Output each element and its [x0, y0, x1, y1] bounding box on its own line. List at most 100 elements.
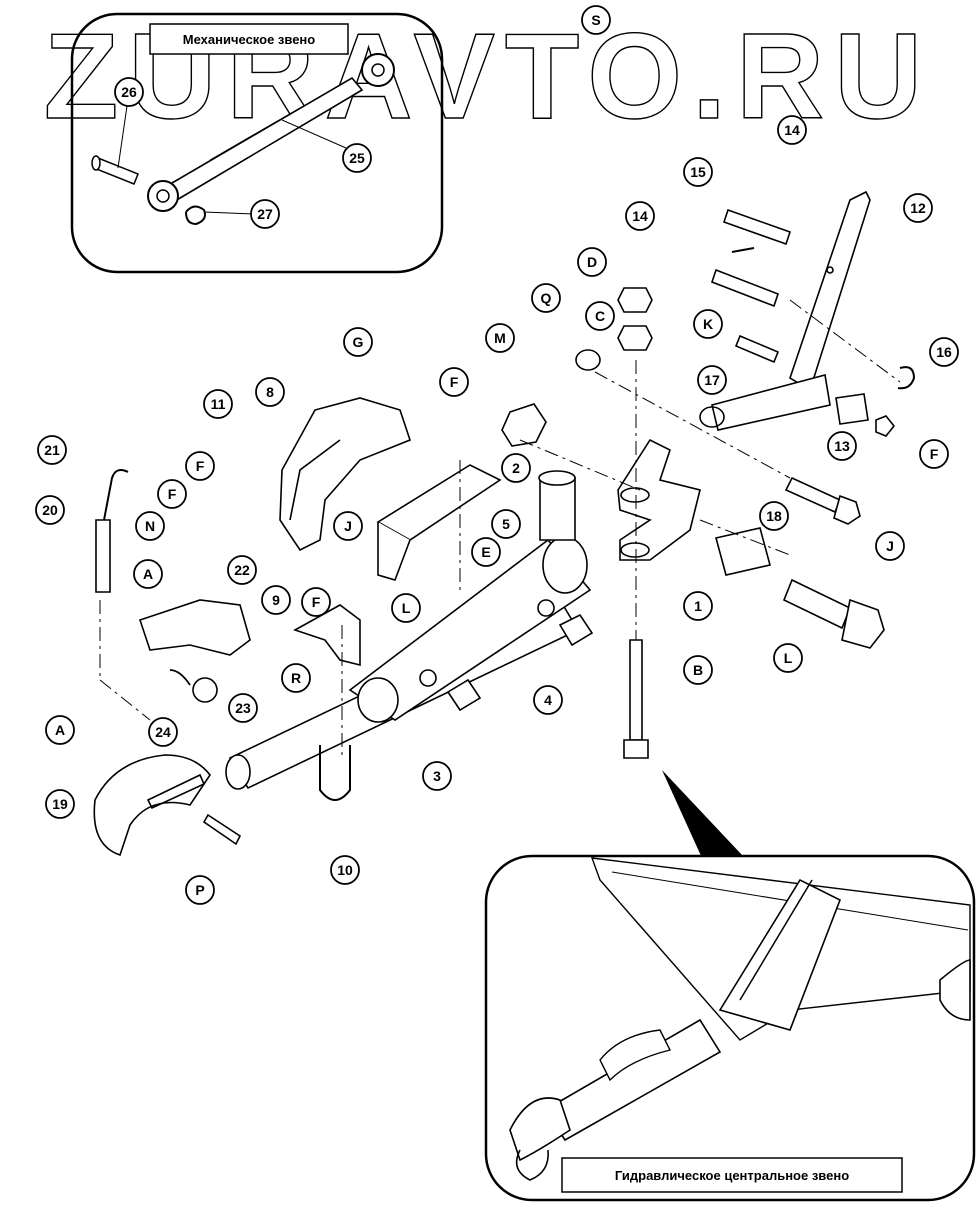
callout-circle [45, 789, 75, 819]
callout-text: 4 [544, 692, 552, 708]
callout-text: 27 [257, 206, 273, 222]
callout-19: 19 [45, 789, 75, 819]
callout-8: 8 [255, 377, 285, 407]
callout-circle [185, 451, 215, 481]
callout-text: R [291, 670, 301, 686]
callout-circle [697, 365, 727, 395]
callout-circle [533, 685, 563, 715]
callout-text: A [143, 566, 153, 582]
callout-text: 23 [235, 700, 251, 716]
callout-text: D [587, 254, 597, 270]
callout-circle [693, 309, 723, 339]
callout-j: J [875, 531, 905, 561]
callout-17: 17 [697, 365, 727, 395]
callout-f: F [157, 479, 187, 509]
callout-circle [683, 655, 713, 685]
callout-text: F [312, 594, 321, 610]
callout-n: N [135, 511, 165, 541]
callout-circle [37, 435, 67, 465]
callout-text: 19 [52, 796, 68, 812]
callout-s: S [581, 5, 611, 35]
callout-text: 1 [694, 598, 702, 614]
callout-text: G [353, 334, 364, 350]
callout-text: F [168, 486, 177, 502]
callout-b: B [683, 655, 713, 685]
callout-text: M [494, 330, 506, 346]
callout-text: 18 [766, 508, 782, 524]
callout-text: 22 [234, 562, 250, 578]
callout-circle [227, 555, 257, 585]
callout-circle [501, 453, 531, 483]
callout-text: 15 [690, 164, 706, 180]
callout-text: 20 [42, 502, 58, 518]
callout-circle [255, 377, 285, 407]
callout-text: N [145, 518, 155, 534]
mechanical-title-box [149, 23, 349, 55]
callout-text: 5 [502, 516, 510, 532]
callout-circle [577, 247, 607, 277]
callout-13: 13 [827, 431, 857, 461]
callout-circle [683, 157, 713, 187]
callout-3: 3 [422, 761, 452, 791]
callout-text: L [784, 650, 793, 666]
callout-text: 25 [349, 150, 365, 166]
callout-circle [203, 389, 233, 419]
callout-circle [250, 199, 280, 229]
callout-text: C [595, 308, 605, 324]
callout-21: 21 [37, 435, 67, 465]
callout-text: 14 [784, 122, 800, 138]
callout-circle [485, 323, 515, 353]
hydraulic-title: Гидравлическое центральное звено [615, 1168, 849, 1183]
callout-c: C [585, 301, 615, 331]
parts-drawing [93, 190, 916, 857]
callout-e: E [471, 537, 501, 567]
callout-circle [625, 201, 655, 231]
callout-text: P [195, 882, 204, 898]
callout-circle [491, 509, 521, 539]
callout-j: J [333, 511, 363, 541]
callout-f: F [919, 439, 949, 469]
callout-circle [683, 591, 713, 621]
callout-circle [531, 283, 561, 313]
callout-27: 27 [250, 199, 280, 229]
callout-text: F [930, 446, 939, 462]
callout-circle [585, 301, 615, 331]
callout-m: M [485, 323, 515, 353]
callout-14: 14 [777, 115, 807, 145]
callout-f: F [185, 451, 215, 481]
callout-circle [759, 501, 789, 531]
callout-circle [777, 115, 807, 145]
callout-text: F [196, 458, 205, 474]
callout-text: B [693, 662, 703, 678]
callout-circle [281, 663, 311, 693]
callout-circle [185, 875, 215, 905]
callout-f: F [301, 587, 331, 617]
callout-11: 11 [203, 389, 233, 419]
callout-text: L [402, 600, 411, 616]
callout-text: 2 [512, 460, 520, 476]
callout-circle [471, 537, 501, 567]
callout-circle [228, 693, 258, 723]
callout-circle [333, 511, 363, 541]
callout-circle [135, 511, 165, 541]
callout-circle [581, 5, 611, 35]
callout-text: S [591, 12, 600, 28]
callout-1: 1 [683, 591, 713, 621]
callout-15: 15 [683, 157, 713, 187]
callout-circle [827, 431, 857, 461]
callout-l: L [773, 643, 803, 673]
callout-g: G [343, 327, 373, 357]
callout-k: K [693, 309, 723, 339]
callout-text: K [703, 316, 713, 332]
callout-circle [114, 77, 144, 107]
callout-20: 20 [35, 495, 65, 525]
callout-text: 21 [44, 442, 60, 458]
callout-14: 14 [625, 201, 655, 231]
callout-text: 10 [337, 862, 353, 878]
callout-circle [148, 717, 178, 747]
callout-circle [157, 479, 187, 509]
callout-16: 16 [929, 337, 959, 367]
callout-circle [343, 327, 373, 357]
callout-circle [342, 143, 372, 173]
